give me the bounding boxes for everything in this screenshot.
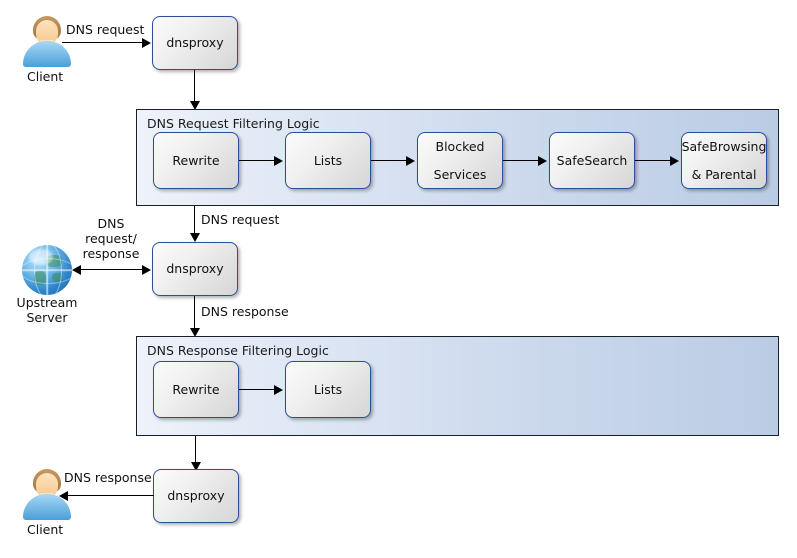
avatar-body: [23, 41, 71, 67]
globe-ring: [22, 258, 72, 284]
edge-lists-to-blocked-services-arrowhead: [406, 156, 415, 166]
edge-lists-to-blocked-services-line: [371, 160, 408, 162]
node-dnsproxy-bottom[interactable]: dnsproxy: [153, 469, 239, 523]
globe-highlight: [29, 249, 53, 265]
stage-blocked-services-line1: Blocked: [435, 138, 485, 154]
edge-proxy-to-client-line: [68, 495, 154, 497]
edge-proxy-to-request-group-line: [194, 70, 196, 103]
edge-rewrite-to-lists-response-line: [239, 389, 276, 391]
upstream-server-label-line1: Upstream: [16, 295, 78, 310]
edge-blocked-services-to-safesearch-line: [503, 160, 540, 162]
node-dnsproxy-middle-label: dnsproxy: [166, 261, 224, 276]
stage-lists-request-label: Lists: [313, 152, 343, 168]
stage-safebrowsing-parental[interactable]: SafeBrowsing & Parental: [681, 132, 767, 189]
edge-label-client-to-proxy: DNS request: [66, 22, 145, 37]
edge-client-to-proxy-line: [62, 42, 144, 44]
node-dnsproxy-top[interactable]: dnsproxy: [152, 16, 238, 70]
response-filtering-group: DNS Response Filtering Logic: [136, 336, 779, 436]
edge-proxy-to-request-group-arrowhead: [190, 101, 200, 110]
edge-client-to-proxy-arrowhead: [142, 38, 151, 48]
edge-upstream-arrowhead-right: [142, 265, 151, 275]
upstream-server-label: Upstream Server: [4, 295, 90, 325]
request-filtering-group-title: DNS Request Filtering Logic: [147, 116, 320, 131]
edge-safesearch-to-safebrowsing-arrowhead: [670, 156, 679, 166]
avatar-face: [36, 473, 58, 498]
edge-response-group-to-proxy-line: [195, 436, 197, 465]
stage-rewrite-response[interactable]: Rewrite: [153, 361, 239, 418]
stage-safebrowsing-parental-line1: SafeBrowsing: [681, 138, 767, 154]
edge-blocked-services-to-safesearch-arrowhead: [538, 156, 547, 166]
edge-label-proxy-to-client: DNS response: [64, 470, 152, 485]
edge-label-upstream-line1: DNS: [97, 216, 125, 231]
user-avatar-icon: [20, 14, 74, 68]
stage-rewrite-request-label: Rewrite: [172, 152, 220, 168]
edge-request-group-to-proxy-arrowhead: [190, 233, 200, 242]
client-top-label: Client: [27, 69, 64, 84]
edge-label-upstream-line3: response: [82, 246, 140, 261]
stage-rewrite-request[interactable]: Rewrite: [153, 132, 239, 189]
stage-rewrite-response-label: Rewrite: [172, 381, 220, 397]
stage-safebrowsing-parental-line2: & Parental: [691, 166, 757, 182]
stage-blocked-services-line2: Services: [433, 166, 487, 182]
node-dnsproxy-middle[interactable]: dnsproxy: [152, 242, 238, 296]
edge-proxy-to-client-arrowhead: [59, 491, 68, 501]
edge-response-group-to-proxy-arrowhead: [191, 462, 201, 471]
edge-proxy-to-response-group-line: [194, 296, 196, 331]
edge-rewrite-to-lists-request-line: [239, 160, 276, 162]
node-dnsproxy-bottom-label: dnsproxy: [167, 488, 225, 503]
edge-label-upstream: DNS request/ response: [78, 216, 144, 261]
edge-upstream-bidirectional-line: [81, 269, 144, 271]
edge-label-upstream-line2: request/: [85, 231, 137, 246]
node-dnsproxy-top-label: dnsproxy: [166, 35, 224, 50]
stage-lists-response[interactable]: Lists: [285, 361, 371, 418]
edge-proxy-to-response-group-arrowhead: [190, 328, 200, 337]
response-filtering-group-title: DNS Response Filtering Logic: [147, 343, 329, 358]
stage-lists-request[interactable]: Lists: [285, 132, 371, 189]
edge-upstream-arrowhead-left: [72, 265, 81, 275]
avatar-face: [36, 20, 58, 45]
stage-safesearch[interactable]: SafeSearch: [549, 132, 635, 189]
edge-request-group-to-proxy-line: [194, 206, 196, 236]
stage-safesearch-label: SafeSearch: [556, 152, 628, 168]
edge-label-request-group-to-proxy: DNS request: [201, 212, 280, 227]
edge-rewrite-to-lists-request-arrowhead: [274, 156, 283, 166]
user-avatar-icon: [20, 467, 74, 521]
globe-icon: [22, 245, 72, 295]
edge-rewrite-to-lists-response-arrowhead: [274, 385, 283, 395]
stage-blocked-services-label: Blocked Services: [428, 138, 493, 182]
stage-lists-response-label: Lists: [313, 381, 343, 397]
upstream-server-label-line2: Server: [26, 310, 68, 325]
stage-safebrowsing-parental-label: SafeBrowsing & Parental: [676, 138, 773, 182]
edge-label-proxy-to-response-group: DNS response: [201, 304, 289, 319]
edge-safesearch-to-safebrowsing-line: [635, 160, 672, 162]
stage-blocked-services[interactable]: Blocked Services: [417, 132, 503, 189]
client-bottom-label: Client: [27, 522, 64, 537]
